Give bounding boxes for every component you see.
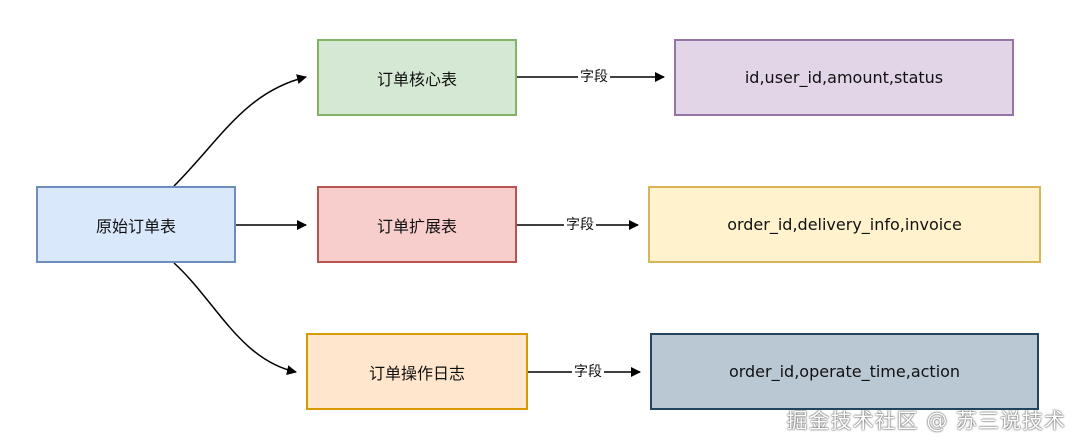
node-log-fields-label: order_id,operate_time,action	[728, 362, 961, 381]
node-core-fields[interactable]: id,user_id,amount,status	[674, 39, 1014, 116]
node-ext-table[interactable]: 订单扩展表	[317, 186, 517, 263]
node-core-table[interactable]: 订单核心表	[317, 39, 517, 116]
edge-source-to-log	[173, 262, 297, 375]
watermark: 掘金技术社区 @ 苏三说技术	[786, 409, 1066, 433]
node-ext-fields-label: order_id,delivery_info,invoice	[727, 215, 962, 234]
edge-label-core: 字段	[578, 68, 610, 86]
node-core-label: 订单核心表	[376, 69, 457, 89]
node-log-table[interactable]: 订单操作日志	[306, 333, 528, 410]
edge-label-log: 字段	[572, 363, 604, 381]
node-ext-label: 订单扩展表	[376, 216, 457, 236]
node-core-fields-label: id,user_id,amount,status	[744, 68, 944, 87]
node-source-table[interactable]: 原始订单表	[36, 186, 236, 263]
node-ext-fields[interactable]: order_id,delivery_info,invoice	[648, 186, 1041, 263]
node-log-label: 订单操作日志	[368, 363, 465, 383]
edge-label-ext: 字段	[564, 216, 596, 234]
node-source-label: 原始订单表	[95, 216, 176, 236]
edge-source-to-core	[173, 74, 307, 187]
node-log-fields[interactable]: order_id,operate_time,action	[650, 333, 1039, 410]
